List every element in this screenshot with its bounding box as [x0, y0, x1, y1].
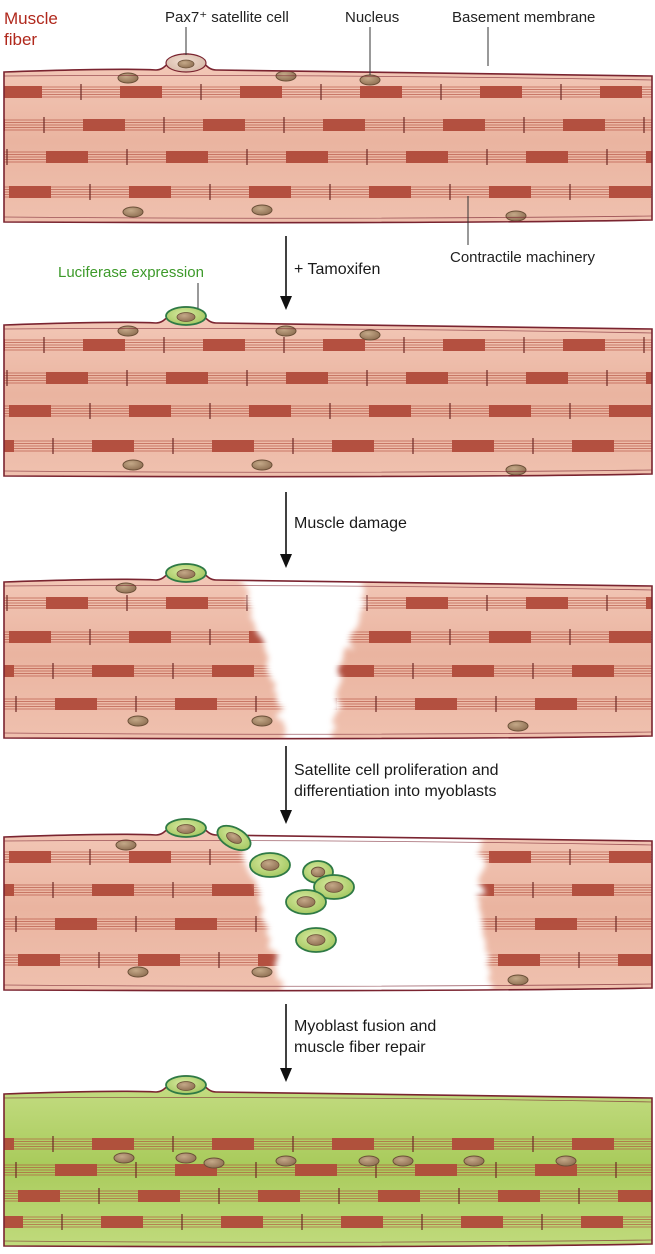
step-1-label: + Tamoxifen: [294, 261, 380, 278]
myonucleus: [252, 967, 272, 977]
myonucleus: [506, 211, 526, 221]
myonucleus: [359, 1156, 379, 1166]
myonucleus: [116, 840, 136, 850]
myonucleus: [393, 1156, 413, 1166]
muscle-fiber-label: Muscle: [4, 9, 58, 28]
proliferating-myoblast: [286, 890, 326, 914]
luciferase-satellite-cell: [166, 1076, 206, 1094]
myonucleus: [118, 326, 138, 336]
step-arrow-1: [280, 236, 292, 310]
step-4-label-line2: muscle fiber repair: [294, 1039, 426, 1056]
step-3-label-line2: differentiation into myoblasts: [294, 783, 496, 800]
myonucleus: [123, 460, 143, 470]
myonucleus: [252, 716, 272, 726]
panel-muscle-damage: [0, 560, 655, 748]
myonucleus: [116, 583, 136, 593]
myonucleus: [252, 460, 272, 470]
step-arrow-4: [280, 1004, 292, 1082]
proliferating-myoblast: [296, 928, 336, 952]
satellite-cell-label: Pax7⁺ satellite cell: [165, 9, 289, 26]
myonucleus: [506, 465, 526, 475]
myonucleus: [123, 207, 143, 217]
myonucleus: [252, 205, 272, 215]
myonucleus: [204, 1158, 224, 1168]
myonucleus: [128, 716, 148, 726]
panel-proliferation: [0, 815, 655, 1000]
luciferase-satellite-cell: [166, 819, 206, 837]
fiber-panels: [0, 50, 655, 1254]
panel-quiescent-fiber: [0, 50, 655, 232]
myonucleus: [508, 721, 528, 731]
luciferase-satellite-cell: [166, 564, 206, 582]
myonucleus: [508, 975, 528, 985]
step-4-label-line1: Myoblast fusion and: [294, 1018, 436, 1035]
muscle-fiber-label-2: fiber: [4, 30, 37, 49]
myonucleus: [464, 1156, 484, 1166]
myonucleus: [176, 1153, 196, 1163]
basement-membrane-label: Basement membrane: [452, 9, 595, 26]
luciferase-expression-label: Luciferase expression: [58, 264, 204, 281]
proliferating-myoblast: [250, 853, 290, 877]
myonucleus: [276, 326, 296, 336]
nucleus-label: Nucleus: [345, 9, 399, 26]
step-arrow-3: [280, 746, 292, 824]
panel-tamoxifen: [0, 303, 655, 486]
step-arrow-2: [280, 492, 292, 568]
myonucleus: [276, 1156, 296, 1166]
myonucleus: [128, 967, 148, 977]
myonucleus: [360, 330, 380, 340]
contractile-machinery-label: Contractile machinery: [450, 249, 596, 266]
panel-repaired-fiber: [0, 1072, 655, 1254]
step-3-label-line1: Satellite cell proliferation and: [294, 762, 499, 779]
myonucleus: [556, 1156, 576, 1166]
myonucleus: [118, 73, 138, 83]
luciferase-satellite-cell: [166, 307, 206, 325]
step-2-label: Muscle damage: [294, 515, 407, 532]
myonucleus: [114, 1153, 134, 1163]
pax7-satellite-cell: [166, 54, 206, 72]
